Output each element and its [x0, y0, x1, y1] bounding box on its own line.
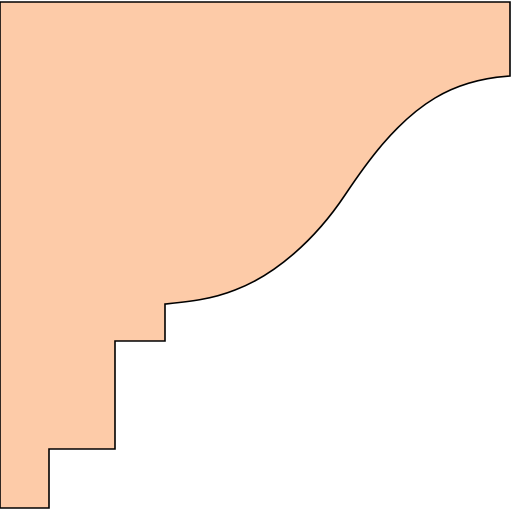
drawing-canvas [0, 1, 511, 509]
bracket-profile-shape [0, 1, 511, 509]
bracket-profile-svg [0, 1, 511, 509]
